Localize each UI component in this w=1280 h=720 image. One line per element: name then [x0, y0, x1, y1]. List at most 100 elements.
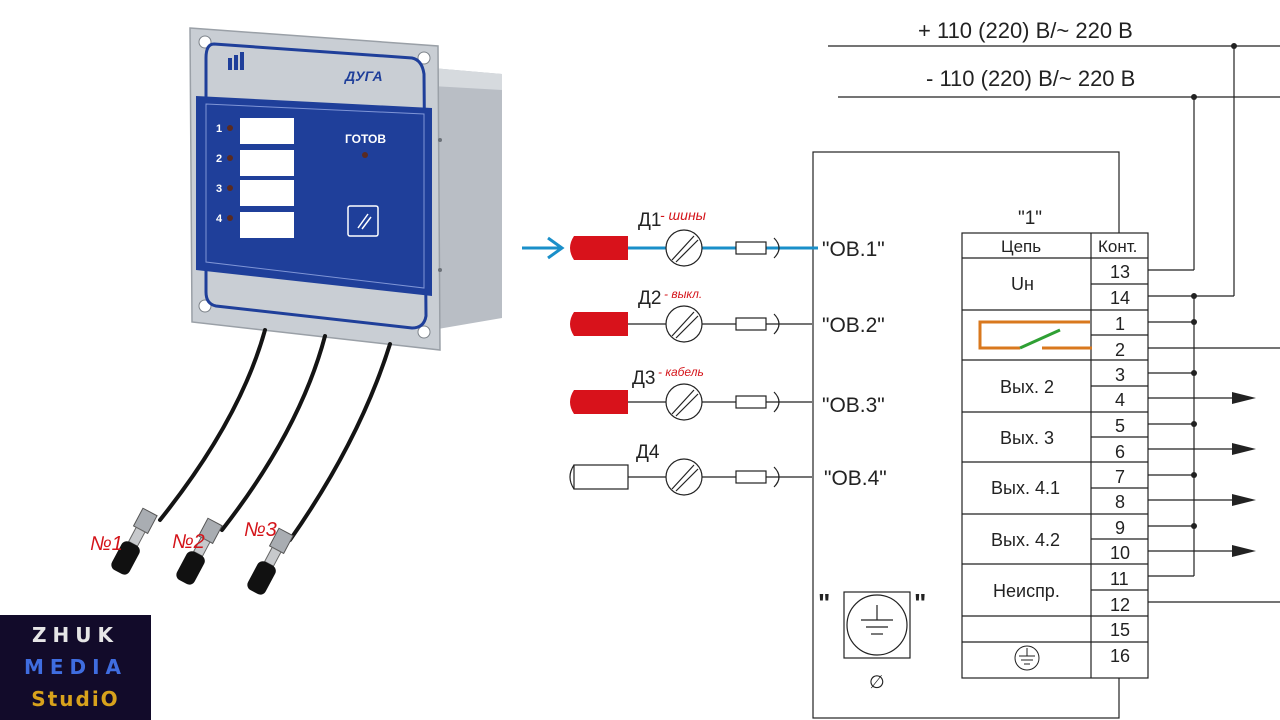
output-arrow-icon	[1232, 443, 1256, 455]
contact-7: 7	[1115, 467, 1125, 487]
handwritten-sensor-numbers: №1 №2 №3	[90, 519, 277, 555]
contact-11: 11	[1110, 569, 1129, 589]
photodiode-icon	[665, 383, 703, 421]
output-arrow-icon	[1232, 545, 1256, 557]
contact-6: 6	[1115, 442, 1125, 462]
circuit-un: Uн	[1011, 274, 1034, 294]
sensor-row-d3: Д3 - кабель "ОВ.3"	[570, 365, 885, 421]
sensor-d4-label: Д4	[636, 442, 660, 463]
terminal-table: "1" Цепь Конт. Uн Вых.	[961, 208, 1280, 679]
output-arrows	[1232, 392, 1256, 557]
contact-16: 16	[1110, 646, 1130, 666]
channel-watermark-logo: ZHUK MEDIA StudiO	[0, 615, 151, 720]
sensor-number-1: №1	[90, 533, 123, 555]
ground-terminal-block: " " ∅	[818, 588, 926, 692]
power-plus-label: + 110 (220) В/~ 220 В	[918, 18, 1133, 43]
sensor-head	[247, 527, 294, 595]
fiber-sensor-heads	[111, 507, 294, 595]
output-ov2: "ОВ.2"	[822, 314, 885, 337]
side-screw	[438, 268, 442, 272]
output-arrow-icon	[1232, 494, 1256, 506]
circuit-fault: Неиспр.	[993, 581, 1060, 601]
contact-9: 9	[1115, 518, 1125, 538]
arc-protection-device: ДУГА 1 2 3 4 ГОТОВ	[189, 27, 502, 351]
junction-dot	[1191, 293, 1197, 299]
ground-box	[843, 591, 911, 659]
table-ground-icon	[1014, 645, 1040, 671]
sensor-number-3: №3	[244, 519, 277, 541]
watermark-line-1: ZHUK	[32, 623, 119, 647]
sensor-head	[111, 507, 158, 575]
channel-indicators: 1 2 3 4	[216, 118, 294, 238]
contact-15: 15	[1110, 620, 1130, 640]
sensor-number-2: №2	[172, 531, 205, 553]
reset-button-icon	[357, 213, 369, 229]
ready-led	[362, 152, 368, 158]
ready-label: ГОТОВ	[345, 132, 386, 146]
channel-number: 1	[216, 123, 222, 135]
sensor-d3-tip	[570, 390, 574, 414]
junction-dots	[1191, 319, 1197, 529]
watermark-line-2: MEDIA	[23, 655, 128, 679]
contact-14: 14	[1110, 288, 1130, 308]
output-ov4: "ОВ.4"	[824, 467, 887, 490]
sensor-d3-note: - кабель	[658, 365, 704, 379]
contact-12: 12	[1110, 595, 1130, 615]
output-arrow-icon	[1232, 392, 1256, 404]
sensor-row-d4: Д4 "ОВ.4"	[569, 442, 887, 496]
sensor-d2-label: Д2	[638, 288, 661, 309]
circuit-out2: Вых. 2	[1000, 377, 1054, 397]
fiber-cable	[288, 342, 392, 542]
sensor-d2-body	[574, 312, 628, 336]
relay-contact-icon	[978, 320, 1092, 350]
reset-button[interactable]	[347, 205, 379, 237]
photodiode-icon	[665, 305, 703, 343]
col-header-circuit: Цепь	[1001, 237, 1041, 256]
connector-icon	[735, 241, 767, 255]
sensor-d1-note: - шины	[660, 207, 707, 223]
sensor-d3-label: Д3	[632, 368, 655, 389]
junction-dot	[1231, 43, 1237, 49]
device-blue-panel	[196, 96, 432, 296]
fiber-cable	[158, 328, 267, 522]
contact-10: 10	[1110, 543, 1130, 563]
photodiode-icon	[665, 229, 703, 267]
connector-icon	[735, 395, 767, 409]
power-minus-label: - 110 (220) В/~ 220 В	[926, 66, 1135, 91]
channel-led	[227, 185, 233, 191]
circuit-out3: Вых. 3	[1000, 428, 1054, 448]
sensor-head	[176, 517, 223, 585]
watermark-line-3: StudiO	[31, 687, 120, 711]
sensor-d2-tip	[570, 312, 574, 336]
circuit-out41: Вых. 4.1	[991, 478, 1060, 498]
sensor-d4-body	[573, 464, 629, 490]
device-frame	[204, 42, 428, 330]
connector-icon	[735, 470, 767, 484]
mount-hole-tr	[417, 51, 431, 65]
mount-hole-br	[417, 325, 431, 339]
connector-icon	[735, 317, 767, 331]
terminal-block-label: "1"	[1018, 208, 1042, 229]
channel-led	[227, 125, 233, 131]
contact-4: 4	[1115, 390, 1125, 410]
light-input-arrow-head	[547, 236, 565, 260]
sensor-d3-body	[574, 390, 628, 414]
device-side-top	[432, 68, 502, 90]
channel-number: 2	[216, 153, 222, 165]
device-side	[432, 68, 502, 330]
side-screw	[438, 138, 442, 142]
channel-number: 4	[216, 213, 223, 225]
sensor-row-d1: Д1 - шины "ОВ.1"	[570, 207, 885, 267]
output-ov3: "ОВ.3"	[822, 394, 885, 417]
output-wiring	[1148, 321, 1280, 603]
ground-icon	[846, 594, 908, 656]
sensor-d1-tip	[570, 236, 574, 260]
contact-1: 1	[1115, 314, 1125, 334]
sensor-d1-label: Д1	[638, 210, 661, 231]
contact-13: 13	[1110, 262, 1130, 282]
optical-sensor-rows: Д1 - шины "ОВ.1" Д2 - выкл. "ОВ.2"	[522, 207, 887, 496]
channel-led	[227, 215, 233, 221]
fiber-cable	[220, 334, 327, 532]
reset-button-icon	[361, 216, 372, 230]
sensor-d4-tip	[569, 464, 575, 490]
